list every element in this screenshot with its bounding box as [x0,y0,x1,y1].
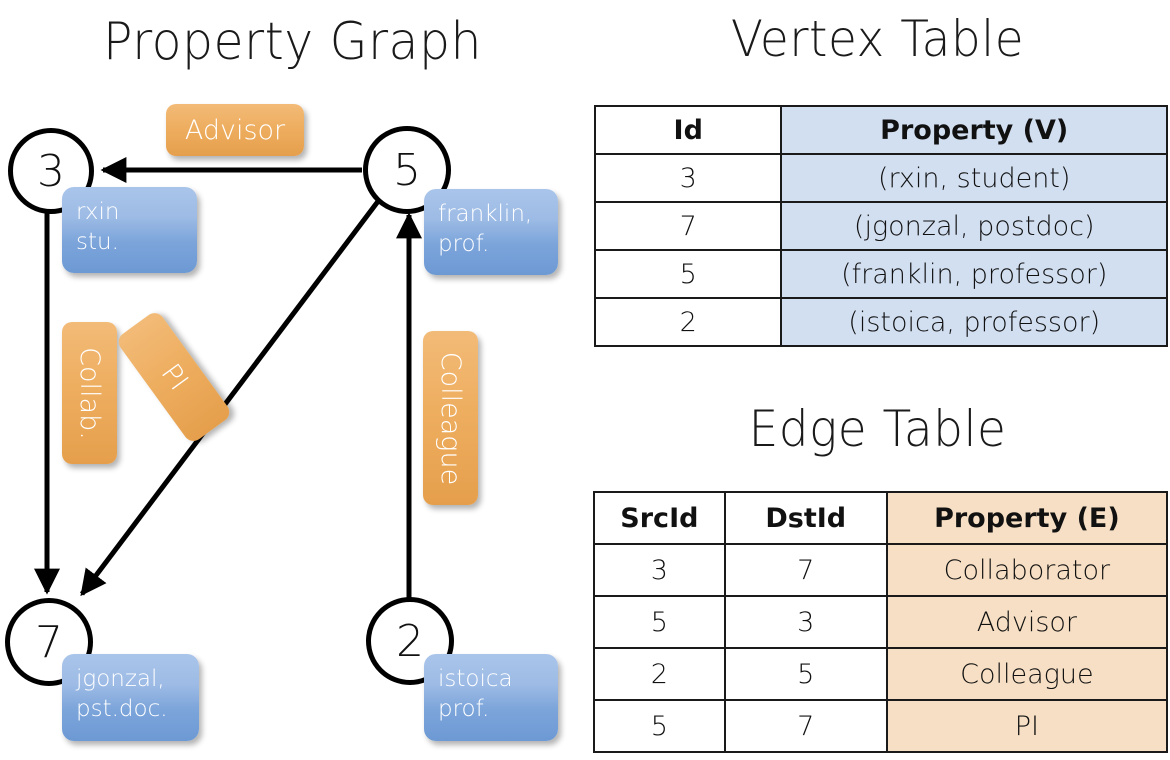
table-row: 2 (istoica, professor) [593,297,1168,347]
graph-node-5-label: 5 [393,144,421,196]
graph-node-2-label: 2 [396,615,424,667]
edge-label-colleague: Colleague [423,331,478,505]
edge-cell-property: PI [885,699,1169,753]
property-graph-canvas: 3 5 7 2 rxin stu. franklin, prof. jgonza… [5,104,558,741]
page-title-edge-table: Edge Table [748,400,1007,458]
vertex-cell-id: 5 [593,249,783,299]
edge-cell-srcid: 3 [593,543,726,597]
table-row: 2 5 Colleague [593,647,1169,701]
edge-table-header-srcid: SrcId [593,491,726,545]
edge-label-pi-text: PI [154,358,194,396]
edge-cell-srcid: 5 [593,699,726,753]
vertex-cell-property: (jgonzal, postdoc) [780,201,1168,251]
edge-table: SrcId DstId Property (E) 3 7 Collaborato… [593,491,1169,753]
edge-label-advisor: Advisor [166,104,304,156]
edge-label-advisor-text: Advisor [184,114,286,146]
graph-node-2[interactable]: 2 [366,597,454,685]
vertex-cell-property: (istoica, professor) [780,297,1168,347]
vertex-table-header-row: Id Property (V) [593,105,1168,155]
vertex-cell-property: (rxin, student) [780,153,1168,203]
edge-label-collab-text: Collab. [74,346,105,440]
table-row: 5 7 PI [593,699,1169,753]
table-row: 3 (rxin, student) [593,153,1168,203]
graph-node-5[interactable]: 5 [363,126,451,214]
page-title-vertex-table: Vertex Table [730,10,1025,68]
edge-cell-dstid: 3 [723,595,888,649]
vertex-cell-property: (franklin, professor) [780,249,1168,299]
table-row: 5 3 Advisor [593,595,1169,649]
edge-label-pi: PI [114,309,234,445]
table-row: 5 (franklin, professor) [593,249,1168,299]
vertex-property-box-5: franklin, prof. [424,189,558,275]
vertex-property-box-3: rxin stu. [62,187,197,273]
vertex-table: Id Property (V) 3 (rxin, student) 7 (jgo… [593,105,1168,347]
edge-cell-srcid: 5 [593,595,726,649]
vertex-cell-id: 3 [593,153,783,203]
vertex-property-box-2: istoica prof. [424,654,558,741]
edge-cell-dstid: 7 [723,543,888,597]
edge-table-header-dstid: DstId [723,491,888,545]
vertex-table-header-property: Property (V) [780,105,1168,155]
table-row: 3 7 Collaborator [593,543,1169,597]
table-row: 7 (jgonzal, postdoc) [593,201,1168,251]
edge-cell-dstid: 5 [723,647,888,701]
graph-node-7-label: 7 [35,616,63,668]
edge-table-header-property: Property (E) [885,491,1169,545]
page-title-property-graph: Property Graph [103,12,482,72]
vertex-cell-id: 2 [593,297,783,347]
graph-node-3-label: 3 [37,145,65,197]
edge-label-colleague-text: Colleague [435,351,466,485]
edge-cell-property: Colleague [885,647,1169,701]
edge-cell-property: Collaborator [885,543,1169,597]
edge-cell-srcid: 2 [593,647,726,701]
vertex-cell-id: 7 [593,201,783,251]
edge-table-header-row: SrcId DstId Property (E) [593,491,1169,545]
vertex-table-header-id: Id [593,105,783,155]
vertex-property-box-7: jgonzal, pst.doc. [62,654,199,741]
edge-cell-dstid: 7 [723,699,888,753]
edge-label-collab: Collab. [62,322,117,464]
edge-cell-property: Advisor [885,595,1169,649]
